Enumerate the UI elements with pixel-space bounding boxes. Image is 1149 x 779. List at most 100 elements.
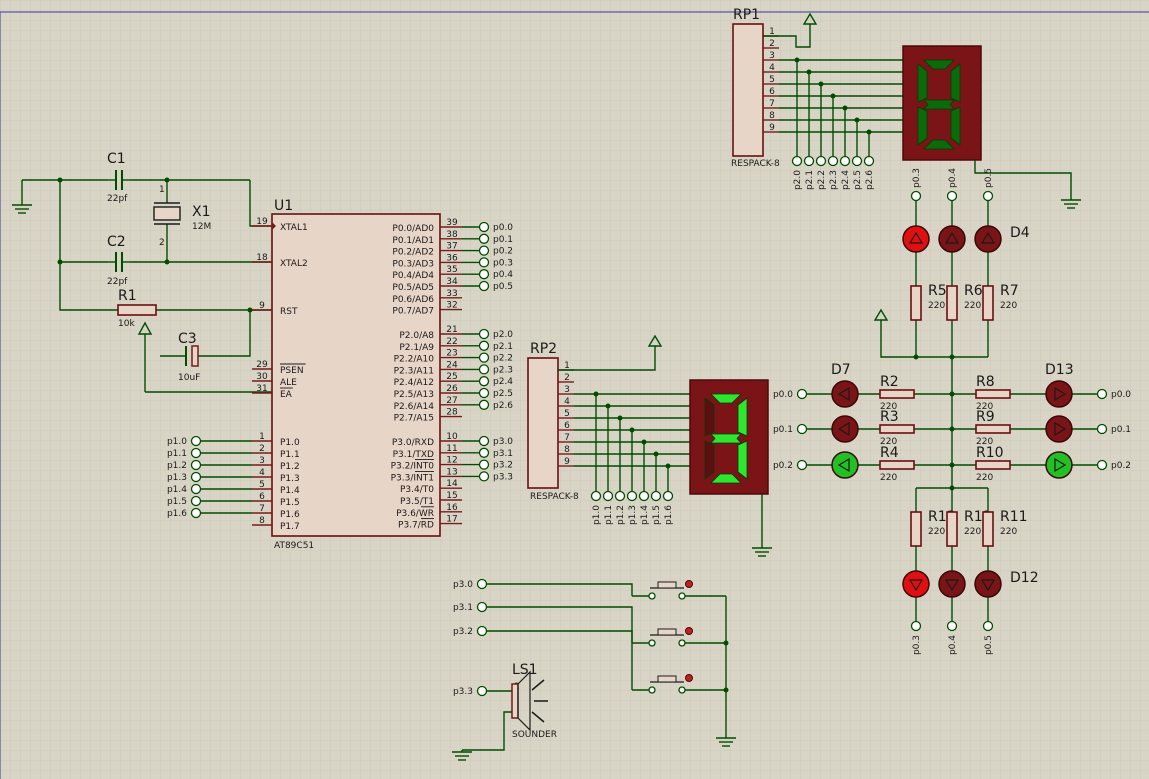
port-terminal[interactable] bbox=[478, 352, 490, 363]
microcontroller-u1[interactable]: U1 AT89C51 19XTAL118XTAL29RST29PSEN30ALE… bbox=[167, 198, 513, 551]
bus-terminal[interactable] bbox=[602, 490, 614, 502]
sounder-ls1[interactable]: LS1 SOUNDER bbox=[511, 662, 557, 740]
led-left-terminal[interactable] bbox=[796, 459, 808, 471]
bus-terminal[interactable] bbox=[650, 490, 662, 502]
port1-terminal[interactable] bbox=[190, 471, 202, 483]
port1-terminal[interactable] bbox=[190, 483, 202, 495]
bus-terminal[interactable] bbox=[851, 155, 863, 167]
led-right-terminal[interactable] bbox=[1096, 388, 1108, 400]
traffic-led-top-1[interactable] bbox=[902, 225, 930, 253]
port1-terminal[interactable] bbox=[190, 495, 202, 507]
port-terminal[interactable] bbox=[478, 471, 490, 482]
traffic-led-right-3[interactable] bbox=[1045, 451, 1073, 479]
u1-pin-p1.6[interactable]: 7P1.6 bbox=[252, 504, 300, 520]
seven-segment-display-2[interactable] bbox=[689, 379, 769, 495]
port-terminal[interactable] bbox=[478, 447, 490, 458]
bus-terminal[interactable] bbox=[638, 490, 650, 502]
bus-terminal[interactable] bbox=[590, 490, 602, 502]
bus-terminal[interactable] bbox=[662, 490, 674, 502]
port-terminal[interactable] bbox=[478, 364, 490, 375]
led-left-terminal[interactable] bbox=[796, 388, 808, 400]
seven-segment-display-1[interactable] bbox=[902, 45, 982, 161]
u1-pin-p1.0[interactable]: 1P1.0 bbox=[252, 432, 300, 448]
capacitor-c1[interactable]: C1 22pf bbox=[107, 151, 130, 204]
port-terminal[interactable] bbox=[478, 340, 490, 351]
crystal-circuit[interactable]: C1 22pf C2 22pf 12 X1 12M R1 bbox=[12, 151, 272, 393]
u1-pin-p1.2[interactable]: 3P1.2 bbox=[252, 456, 300, 472]
led-bottom-terminal[interactable] bbox=[910, 620, 922, 632]
traffic-led-bottom-1[interactable] bbox=[902, 570, 930, 598]
bus-terminal[interactable] bbox=[791, 155, 803, 167]
port-terminal[interactable] bbox=[478, 435, 490, 447]
bus-terminal[interactable] bbox=[626, 490, 638, 502]
led-right-terminal[interactable] bbox=[1096, 459, 1108, 471]
port-terminal[interactable] bbox=[478, 221, 490, 233]
port1-terminal[interactable] bbox=[190, 507, 202, 519]
port-terminal[interactable] bbox=[478, 387, 490, 399]
traffic-led-left-3[interactable] bbox=[831, 451, 859, 479]
port1-terminal[interactable] bbox=[190, 459, 202, 471]
traffic-led-right-2[interactable] bbox=[1045, 415, 1073, 443]
port-terminal[interactable] bbox=[478, 328, 490, 340]
push-button-switches[interactable]: p3.0p3.1p3.2p3.31 bbox=[453, 578, 736, 747]
switch-terminal[interactable] bbox=[476, 625, 488, 637]
port-terminal[interactable] bbox=[478, 459, 490, 470]
port-terminal[interactable] bbox=[478, 245, 490, 256]
bus-terminal[interactable] bbox=[827, 155, 839, 167]
led-left-terminal[interactable] bbox=[796, 423, 808, 435]
push-button-1[interactable] bbox=[632, 580, 726, 600]
u1-pin-p1.1[interactable]: 2P1.1 bbox=[252, 444, 300, 460]
u1-pin-p1.3[interactable]: 4P1.3 bbox=[252, 468, 300, 484]
led-top-terminal[interactable] bbox=[946, 190, 958, 202]
bus-terminal[interactable] bbox=[815, 155, 827, 167]
crystal-x1[interactable]: 12 X1 12M bbox=[153, 177, 211, 263]
led-bottom-terminal[interactable] bbox=[982, 620, 994, 632]
traffic-led-left-2[interactable] bbox=[831, 415, 859, 443]
traffic-led-bottom-3[interactable] bbox=[974, 570, 1002, 598]
traffic-led-left-1[interactable] bbox=[831, 380, 859, 408]
port-terminal[interactable] bbox=[478, 399, 490, 410]
push-button-2[interactable] bbox=[632, 627, 726, 647]
push-button-3[interactable] bbox=[632, 674, 726, 694]
port-terminal[interactable] bbox=[478, 269, 490, 280]
led-top-terminal[interactable] bbox=[910, 190, 922, 202]
u1-pin-p1.4[interactable]: 5P1.4 bbox=[252, 480, 300, 496]
port-terminal[interactable] bbox=[478, 280, 490, 292]
traffic-led-top-3[interactable] bbox=[974, 225, 1002, 253]
traffic-led-bottom-2[interactable] bbox=[938, 570, 966, 598]
capacitor-c2[interactable]: C2 22pf bbox=[107, 234, 130, 287]
led-right-terminal[interactable] bbox=[1096, 423, 1108, 435]
